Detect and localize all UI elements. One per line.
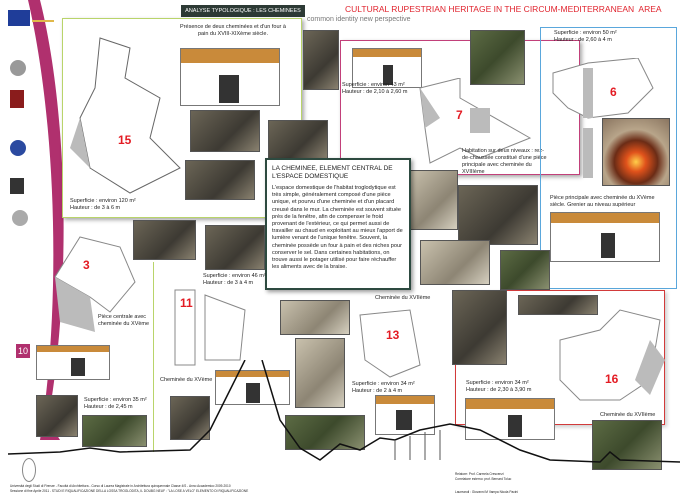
figure-logo [10,178,24,194]
eu-flag-logo [8,10,30,26]
unit-16-height: Hauteur : de 2,30 à 3,90 m [466,387,532,393]
skyline-profile [7,360,680,463]
unit-15-photo [190,110,260,152]
unit-7-number: 7 [456,108,463,122]
unit-6-plan [552,58,654,178]
unit-7-caption: Habitation sur deux niveaux : rez-de-cha… [462,148,547,175]
university-seal [22,458,36,482]
unit-3-number: 3 [83,258,90,272]
unit-16-section [465,398,555,440]
unit-15-plan [70,37,181,194]
unit-16-photo-2 [518,295,598,315]
seal-logo [10,140,26,156]
unit-6-section [550,212,660,262]
unit-11-photo-1 [205,225,265,270]
unit-6-fireplace-photo [602,118,670,186]
unit-13-number: 13 [386,328,400,342]
central-heading: LA CHEMINEE, ELEMENT CENTRAL DE L'ESPACE… [272,165,393,180]
footer-institution-2: Sessione di fine Aprile 2011 - STUDI E R… [10,489,249,493]
unit-15-caption: Présence de deux cheminées et d'un four … [180,24,286,37]
photo-middle-4 [420,240,490,285]
central-text-box: LA CHEMINEE, ELEMENT CENTRAL DE L'ESPACE… [265,158,411,290]
unit-6-height: Hauteur : de 2,60 à 4 m [554,37,612,43]
unit-13-area: Superficie : environ 34 m² [352,381,415,387]
unit-3-caption: Pièce centrale avec cheminée du XVème [98,314,150,327]
unit-15-height: Hauteur : de 3 à 6 m [70,205,121,211]
unit-6-number: 6 [610,85,617,99]
unit-16-caption: Cheminée du XVIIème [600,412,656,418]
unit-15-number: 15 [118,133,132,147]
unit-11-section [215,370,290,405]
decorative-band [28,0,64,440]
unit-13-photo-1 [280,300,350,335]
unit-3-area: Superficie : environ 35 m² [84,397,147,403]
unit-7-area: Superficie : environ 43 m² [342,82,405,88]
unit-13-plan [359,309,421,378]
unit-7-height: Hauteur : de 2,10 à 2,60 m [342,89,408,95]
page-title: CULTURAL RUPESTRIAN HERITAGE IN THE CIRC… [345,4,662,14]
photo-middle-5 [500,250,550,290]
unit-6-caption: Pièce principale avec cheminée du XVème … [550,195,655,208]
unit-15-photo-2 [185,160,255,200]
unit-11-plan [174,289,246,366]
university-seal-logo [12,210,28,226]
page-subtitle: common identity new perspective [307,16,411,23]
unit-11-number: 11 [180,296,193,310]
unit-13-photo-3 [285,415,365,450]
coat-of-arms-logo [10,90,24,108]
section-label: ANALYSE TYPOLOGIQUE : LES CHEMINEES [181,5,305,17]
unit-3-photo-1 [133,220,196,260]
unit-16-photo-1 [452,290,507,365]
unit-13-photo-2 [295,338,345,408]
unit-7-plan [419,78,532,164]
unit-16-number: 16 [605,372,619,386]
footer-laureandi: Laureandi : Giovanni M Vampa Nicola Paci… [455,490,519,494]
footer-institution-1: Università degli Studi di Firenze - Faco… [10,484,231,488]
photo-middle-1 [268,120,328,160]
unit-16-area: Superficie : environ 34 m² [466,380,529,386]
unit-13-height: Hauteur : de 2 à 4 m [352,388,403,394]
footer-relatore: Relatore: Prof. Carmela Crescenzi [455,472,504,476]
unit-3-photo-3 [82,415,147,447]
unit-3-height: Hauteur : de 2,45 m [84,404,133,410]
unit-3-photo-2 [36,395,78,437]
unit-11-divider [153,262,154,452]
page-number: 10 [15,343,31,359]
footer-correlatore: Correlatore esterno: prof. Bernard Toluo [455,477,512,481]
unit-3-section [36,345,110,380]
unit-7-photo-1 [303,30,339,90]
unit-6-panel [540,27,677,289]
culture-programme-logo [32,12,54,22]
unit-6-area: Superficie : environ 50 m² [554,30,617,36]
emblem-logo [10,60,26,76]
unit-11-area: Superficie : environ 46 m² [203,273,266,279]
photo-middle-3 [458,185,538,245]
unit-7-section [352,48,422,88]
photo-middle-2 [408,170,458,230]
unit-3-plan [54,236,136,332]
unit-11-height: Hauteur : de 3 à 4 m [203,280,254,286]
unit-11-caption: Cheminée du XVème [160,377,213,383]
unit-11-photo-2 [170,396,210,440]
unit-13-caption: Cheminée du XVIIème [375,295,431,301]
central-body: L'espace domestique de l'habitat troglod… [272,185,403,271]
unit-16-plan [559,309,665,401]
unit-15-area: Superficie : environ 120 m² [70,198,136,204]
unit-7-photo-2 [470,30,525,85]
unit-15-section [180,48,280,106]
